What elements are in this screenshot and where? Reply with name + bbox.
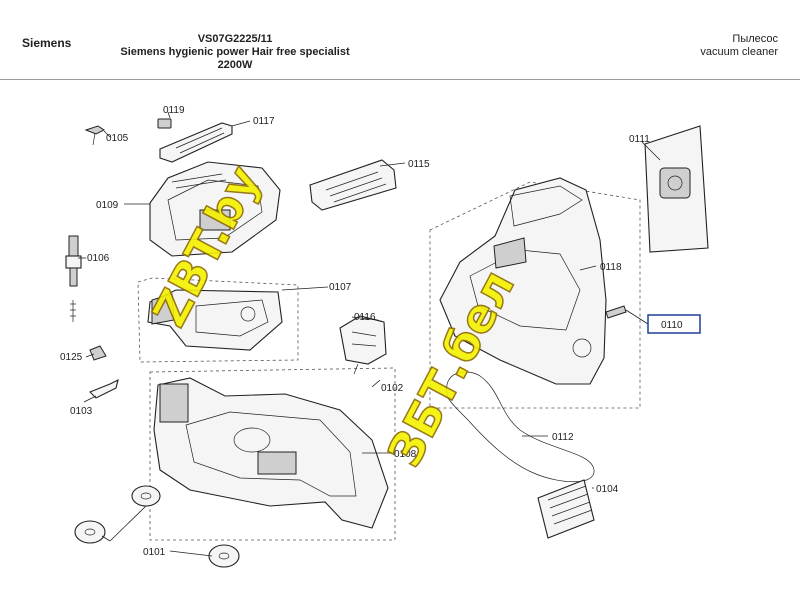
part-label-0110[interactable]: 0110 — [661, 320, 683, 331]
leader-0111 — [641, 141, 661, 161]
part-label-0105[interactable]: 0105 — [106, 133, 129, 144]
leader-0110 — [625, 309, 649, 325]
part-label-0119[interactable]: 0119 — [163, 105, 185, 116]
leader-0107 — [281, 286, 329, 291]
part-0117-drawing — [159, 122, 233, 163]
part-0125-drawing — [89, 345, 107, 361]
part-0118-drawing — [439, 177, 607, 385]
leader-0103 — [83, 395, 97, 403]
leader-0105 — [103, 130, 111, 138]
brand-name: Siemens — [22, 36, 72, 50]
part-label-0111[interactable]: 0111 — [629, 134, 650, 145]
part-label-0109[interactable]: 0109 — [96, 200, 119, 211]
part-0106-drawing — [65, 235, 82, 322]
part-label-0116[interactable]: 0116 — [354, 312, 376, 323]
part-label-0108[interactable]: 0108 — [394, 449, 417, 460]
group-frame-0110 — [429, 181, 641, 409]
part-0105-drawing — [84, 125, 105, 146]
part-0110-drawing — [605, 305, 627, 319]
model-info: VS07G2225/11 Siemens hygienic power Hair… — [110, 33, 360, 72]
part-0111-drawing — [644, 125, 709, 253]
model-power: 2200W — [217, 59, 253, 71]
model-number: VS07G2225/11 — [197, 33, 273, 45]
part-0107-drawing — [147, 289, 283, 351]
part-label-0125[interactable]: 0125 — [60, 352, 83, 363]
leader-0118 — [579, 265, 597, 271]
part-0115-drawing — [309, 159, 397, 211]
part-label-0104[interactable]: 0104 — [596, 484, 619, 495]
category-ru: Пылесос — [732, 33, 778, 45]
part-0104-drawing — [537, 479, 595, 539]
part-label-0107[interactable]: 0107 — [329, 282, 352, 293]
part-label-0106[interactable]: 0106 — [87, 253, 110, 264]
part-label-0101[interactable]: 0101 — [143, 547, 166, 558]
highlight-box-0110 — [647, 314, 701, 334]
leader-0116 — [351, 316, 379, 321]
part-0109-drawing — [149, 161, 281, 257]
leader-0101-b — [101, 535, 111, 542]
part-label-0117[interactable]: 0117 — [253, 116, 275, 127]
category-info: Пылесос vacuum cleaner — [700, 33, 778, 59]
leader-0102 — [371, 379, 381, 388]
group-frame-0108 — [149, 367, 396, 541]
category-en: vacuum cleaner — [700, 46, 778, 58]
leader-0119 — [167, 111, 171, 119]
header-divider — [0, 79, 800, 80]
group-frame-0107 — [137, 277, 299, 363]
part-label-0118[interactable]: 0118 — [600, 262, 622, 273]
part-label-0102[interactable]: 0102 — [381, 383, 404, 394]
part-label-0103[interactable]: 0103 — [70, 406, 93, 417]
model-description: Siemens hygienic power Hair free special… — [120, 46, 350, 58]
part-0116-drawing — [339, 315, 387, 375]
part-0112-drawing — [446, 371, 595, 483]
part-0108-drawing — [153, 377, 389, 529]
leader-lines — [78, 111, 661, 557]
leader-0115 — [379, 162, 406, 167]
leader-0101-a — [109, 505, 147, 542]
leader-0101-c — [169, 550, 213, 557]
part-0103-drawing — [89, 378, 119, 399]
leader-0125 — [85, 353, 95, 358]
leader-0117 — [231, 120, 251, 127]
part-label-0112[interactable]: 0112 — [552, 432, 574, 443]
part-0119-drawing — [157, 118, 172, 129]
part-label-0115[interactable]: 0115 — [408, 159, 430, 170]
part-0101-drawing — [74, 485, 240, 568]
